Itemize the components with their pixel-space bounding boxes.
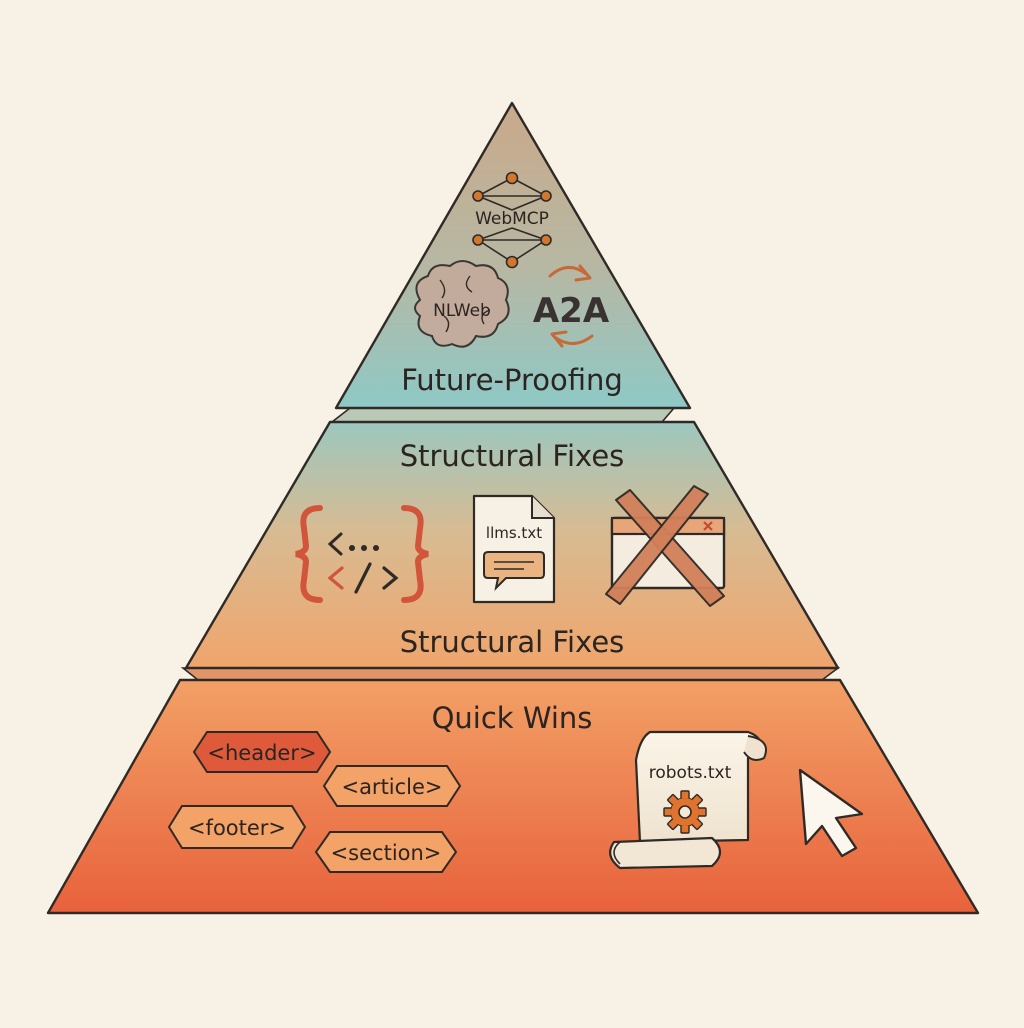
tag-footer-label: <footer> [188,816,286,840]
blocked-window-icon [605,485,726,607]
llms-file-icon: llms.txt [472,494,556,604]
webmcp-network-icon: WebMCP [472,171,552,269]
nlweb-brain-icon: NLWeb [414,260,510,348]
tag-section-label: <section> [331,841,442,865]
a2a-exchange-icon: A2A [533,264,610,348]
tier-bottom-ledge [180,667,841,681]
cursor-arrow-icon [798,768,864,858]
tier-title-quick-wins: Quick Wins [432,701,593,735]
nlweb-label: NLWeb [433,301,491,321]
tier-quick-wins: Quick Wins <header> <article> <footer> <… [46,667,980,915]
tier-title-future-proofing: Future-Proofing [401,363,623,397]
tier-future-proofing: WebMCP NLWeb A2A Future-Proofing [334,101,692,410]
chat-bubble-icon [483,551,545,592]
tier-structural-fixes: Structural Fixes Structural Fixes llms.t… [184,407,840,670]
tag-header: <header> [192,731,332,773]
robots-scroll-icon: robots.txt [609,730,767,870]
tier-title-structural-fixes-bottom: Structural Fixes [400,625,625,659]
gear-icon [663,790,707,834]
tier-title-structural-fixes-top: Structural Fixes [400,439,625,473]
tag-article: <article> [322,765,462,807]
close-x-icon [703,521,713,531]
code-brackets-icon [295,505,429,603]
tag-section: <section> [314,831,458,873]
tag-article-label: <article> [341,775,442,799]
robots-scroll-label: robots.txt [649,763,732,783]
tier-middle-ledge [329,407,676,423]
tag-footer: <footer> [167,805,307,849]
webmcp-label: WebMCP [475,209,549,229]
a2a-label: A2A [533,291,610,331]
tag-header-label: <header> [207,741,316,765]
llms-file-label: llms.txt [486,524,542,542]
